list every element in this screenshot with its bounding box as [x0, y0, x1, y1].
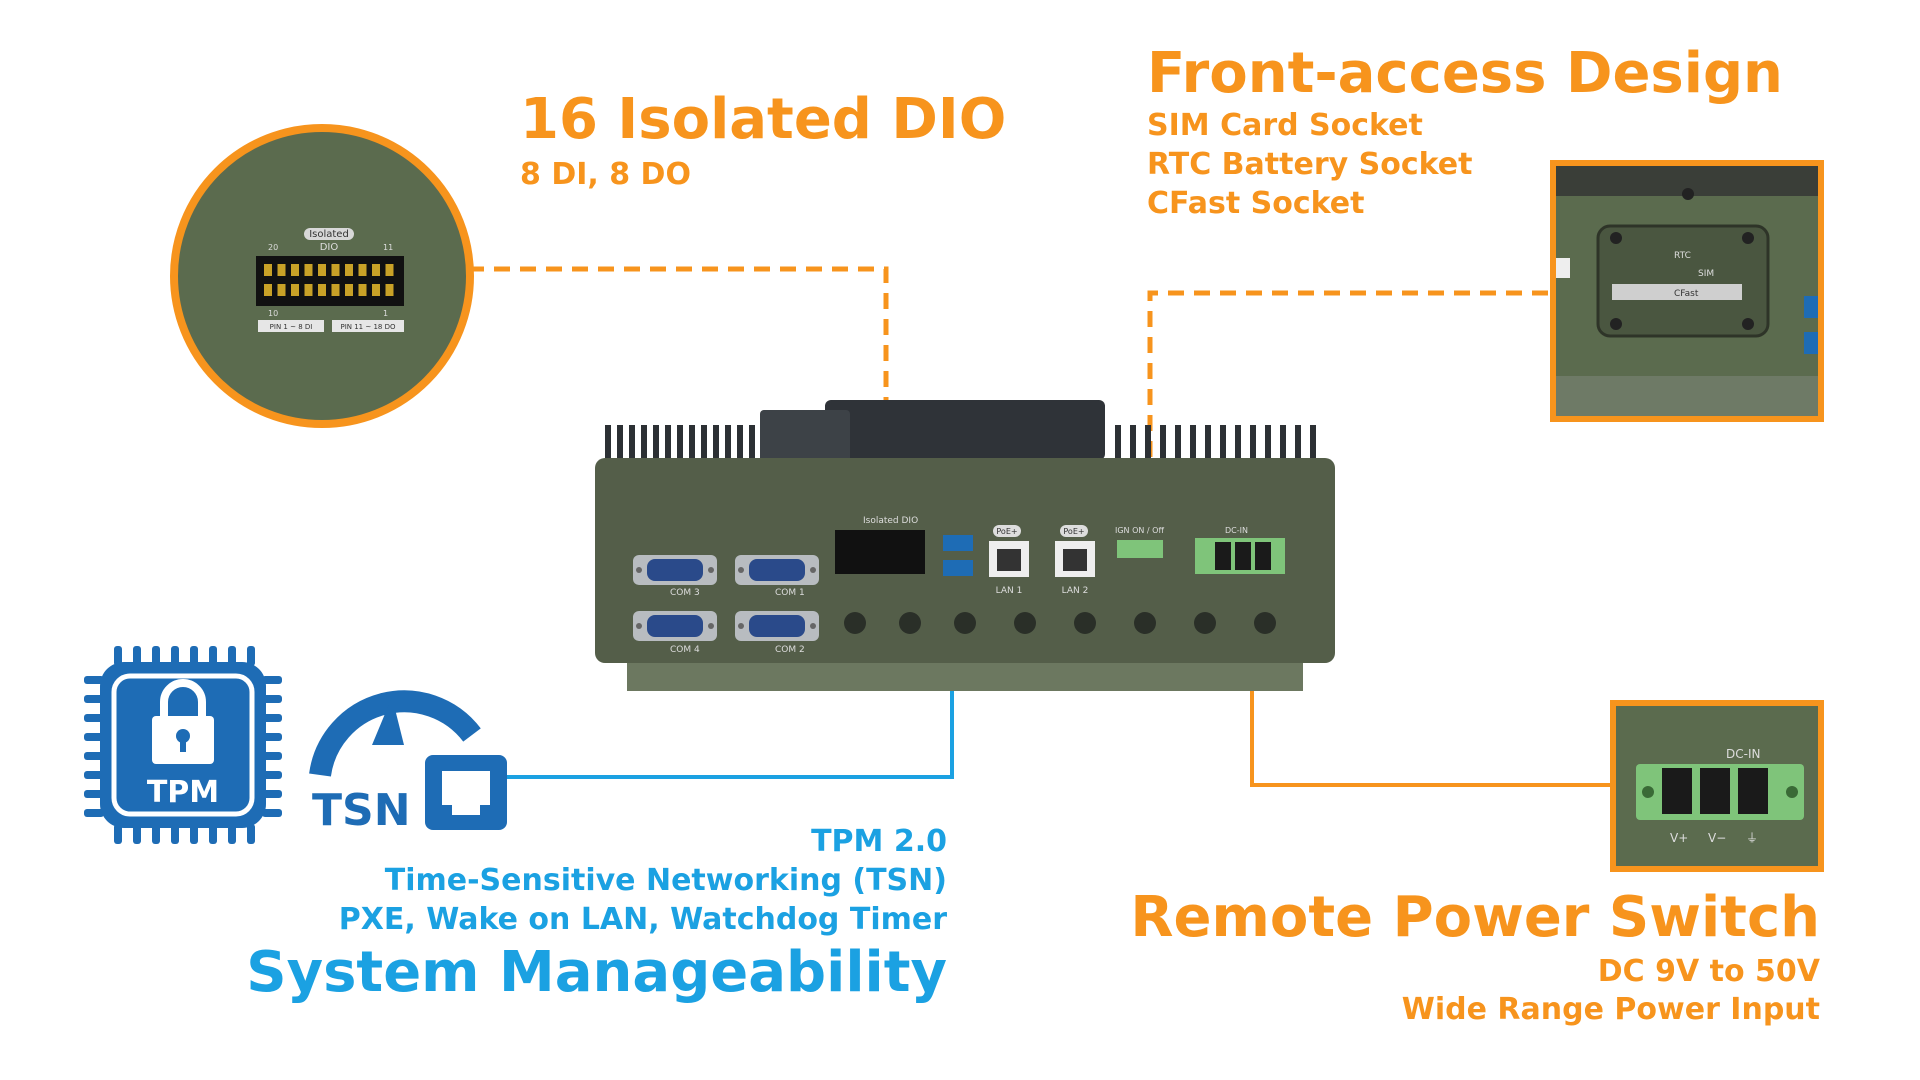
- device-lan1: LAN 1: [996, 586, 1023, 596]
- power-zoom-vplus: V+: [1670, 831, 1688, 845]
- power-line-2: Wide Range Power Input: [1401, 992, 1820, 1027]
- dio-zoom-pin-right: 11: [383, 243, 393, 252]
- device-dcin: DC-IN: [1225, 526, 1248, 535]
- dio-zoom-circle: Isolated DIO 20 11 10 1 PIN 1 ~ 8 DI PIN…: [170, 124, 474, 428]
- power-title: Remote Power Switch: [1130, 885, 1820, 950]
- front-zoom-rtc: RTC: [1674, 251, 1691, 261]
- manageability-title: System Manageability: [246, 940, 947, 1005]
- manageability-line-2: Time-Sensitive Networking (TSN): [384, 863, 947, 898]
- front-access-line-3: CFast Socket: [1147, 186, 1365, 221]
- device-poe2: PoE+: [1063, 527, 1084, 536]
- dio-zoom-di: PIN 1 ~ 8 DI: [270, 323, 313, 331]
- power-zoom-dcin: DC-IN: [1726, 747, 1760, 761]
- power-line-1: DC 9V to 50V: [1597, 954, 1820, 989]
- tpm-label: TPM: [147, 775, 219, 810]
- front-access-zoom-box: RTC SIM CFast: [1550, 160, 1824, 422]
- device-dio-label: Isolated DIO: [863, 516, 918, 526]
- power-zoom-vminus: V−: [1708, 831, 1726, 845]
- front-access-line-2: RTC Battery Socket: [1147, 147, 1473, 182]
- tpm-chip-icon: TPM: [78, 640, 288, 850]
- front-access-line-1: SIM Card Socket: [1147, 108, 1423, 143]
- manageability-line-1: TPM 2.0: [811, 824, 947, 859]
- front-access-title: Front-access Design: [1147, 41, 1783, 106]
- manageability-line-3: PXE, Wake on LAN, Watchdog Timer: [338, 902, 947, 937]
- device-lan2: LAN 2: [1062, 586, 1089, 596]
- device-com1: COM 1: [775, 588, 805, 598]
- front-zoom-cfast: CFast: [1674, 289, 1699, 299]
- device-com3: COM 3: [670, 588, 700, 598]
- device-image: COM 3 COM 1 COM 4 COM 2 Isolated DIO PoE…: [585, 395, 1345, 695]
- tsn-label: TSN: [312, 785, 411, 835]
- power-zoom-gnd: ⏚: [1746, 831, 1758, 845]
- dio-title: 16 Isolated DIO: [520, 87, 1007, 152]
- dio-zoom-header: Isolated: [309, 229, 349, 240]
- front-zoom-sim: SIM: [1698, 269, 1714, 279]
- device-com4: COM 4: [670, 645, 700, 655]
- tsn-network-icon: TSN: [300, 665, 515, 836]
- device-ign: IGN ON / Off: [1115, 526, 1164, 535]
- dio-subtitle: 8 DI, 8 DO: [520, 157, 691, 192]
- dio-zoom-pin-left: 20: [268, 243, 278, 252]
- device-com2: COM 2: [775, 645, 805, 655]
- dio-zoom-pin-bl: 10: [268, 309, 278, 318]
- dio-zoom-dio: DIO: [320, 242, 339, 253]
- power-zoom-box: DC-IN V+ V− ⏚: [1610, 700, 1824, 872]
- device-poe1: PoE+: [996, 527, 1017, 536]
- dio-connector-image: Isolated DIO 20 11 10 1 PIN 1 ~ 8 DI PIN…: [256, 228, 404, 332]
- dio-zoom-do: PIN 11 ~ 18 DO: [340, 323, 395, 331]
- dio-zoom-pin-br: 1: [383, 309, 388, 318]
